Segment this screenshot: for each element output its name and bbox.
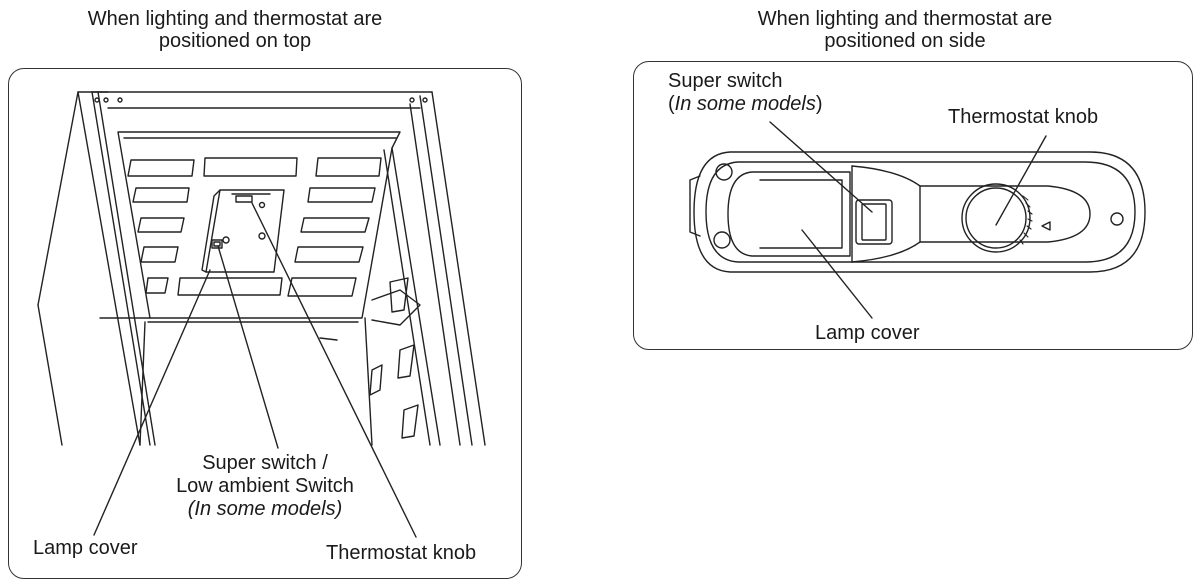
super-switch-label-line2: Low ambient Switch [176,475,354,497]
left-caption-line1: When lighting and thermostat are [87,8,383,30]
right-leader-lines [769,121,1047,319]
super-switch-label: Super switch / Low ambient Switch (In so… [150,452,380,521]
super-switch-label-line3: (In some models) [187,498,343,520]
side-control-drawing [689,151,1146,273]
right-panel-frame [633,61,1193,350]
right-super-switch-label-line2: (In some models) [668,93,823,115]
right-caption-line2: positioned on side [824,30,986,52]
right-thermostat-knob-label: Thermostat knob [948,106,1099,128]
right-caption-line1: When lighting and thermostat are [757,8,1053,30]
left-caption-line2: positioned on top [158,30,312,52]
left-leader-lines [93,202,417,538]
lamp-cover-label: Lamp cover [33,537,138,559]
left-panel-frame [8,68,522,579]
right-super-switch-label: Super switch (In some models) [668,70,823,116]
right-caption: When lighting and thermostat are positio… [690,8,1120,52]
right-super-switch-label-line1: Super switch [668,70,783,92]
super-switch-label-line1: Super switch / [202,452,328,474]
cabinet-drawing [37,91,486,446]
right-lamp-cover-label: Lamp cover [815,322,920,344]
left-caption: When lighting and thermostat are positio… [20,8,450,52]
thermostat-knob-label: Thermostat knob [326,542,477,564]
